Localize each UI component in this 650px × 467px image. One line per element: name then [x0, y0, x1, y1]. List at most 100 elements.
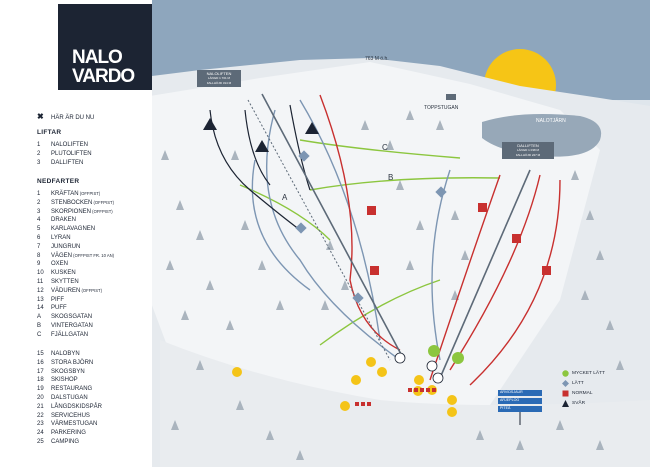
lift-name: DALLIFTEN — [51, 160, 84, 166]
run-name: SKYTTEN — [51, 279, 79, 285]
place-name: CAMPING — [51, 439, 80, 445]
run-item: 1 KRÄFTAN (OFFPIST) — [37, 190, 149, 199]
run-4-draken[interactable] — [319, 94, 401, 351]
place-name: SKOGSBYN — [51, 368, 85, 375]
lift-1-bottom — [394, 352, 406, 364]
place-number: 20 — [37, 395, 44, 401]
run-12-marker — [542, 266, 551, 275]
run-name: VÄDUREN — [51, 287, 81, 294]
place-name: LÅNGDSKIDSPÅR — [51, 403, 103, 410]
run-note: (OFFPIST) — [92, 199, 114, 205]
run-7-jungrun[interactable] — [266, 109, 401, 361]
circle-icon — [562, 370, 569, 377]
place-name: DALSTUGAN — [51, 395, 88, 401]
place-name: NALOBYN — [51, 351, 80, 357]
lift-number: 1 — [37, 142, 41, 148]
run-item: 11 SKYTTEN — [37, 278, 149, 287]
naloliften-sign: NALOLIFTEN LÄNGD 1 701 M FALLHÖJD 314 M — [197, 70, 241, 87]
run-note: (OFFPIST) — [80, 287, 102, 293]
forest — [161, 110, 624, 460]
run-11-marker — [512, 234, 521, 243]
summit-label: 763 M ö.h. — [365, 56, 389, 62]
run-name: SKOGSGATAN — [51, 314, 93, 321]
place-name: SERVICEHUS — [51, 412, 90, 419]
logo-line-2: VARDO — [72, 66, 135, 87]
run-note: (OFFPIST) — [78, 191, 101, 196]
runs-heading: NEDFARTER — [37, 178, 80, 185]
run-4-marker-bottom — [370, 266, 379, 275]
run-number: 5 — [37, 226, 41, 233]
run-7-marker — [295, 222, 307, 234]
place-name: VÄRMESTUGAN — [51, 421, 98, 428]
run-name: PIFF — [51, 296, 64, 303]
place-number: 25 — [37, 439, 44, 445]
run-number: 7 — [37, 243, 41, 250]
lift-number: 3 — [37, 160, 41, 166]
place-item: 25 CAMPING — [37, 438, 149, 447]
run-1-kraftan[interactable] — [209, 109, 301, 231]
lift-name: NALOLIFTEN — [51, 142, 89, 148]
difficulty-very-easy: MYCKET LÄTT — [572, 371, 605, 376]
dalliften-sign: DALLIFTEN LÄNGD 1 038 M FALLHÖJD 227 M — [502, 142, 554, 159]
square-icon — [562, 390, 569, 397]
logo: NALO VARDO — [58, 4, 152, 90]
dalliften-sign-drop: FALLHÖJD 227 M — [515, 153, 541, 157]
place-number: 19 — [37, 386, 44, 393]
run-number: 11 — [37, 279, 44, 285]
sign-pitea: PITEÅ — [500, 406, 511, 410]
direction-signs — [498, 390, 542, 425]
run-12-vaduren[interactable] — [469, 179, 561, 386]
lift-item: 3 DALLIFTEN — [37, 159, 149, 168]
trail-c[interactable] — [299, 139, 461, 159]
triangle-icon — [562, 400, 569, 407]
naloliften-sign-length: LÄNGD 1 701 M — [207, 76, 230, 80]
run-number: 1 — [37, 191, 41, 197]
toppstugan-label: TOPPSTUGAN — [424, 105, 459, 111]
buildings — [355, 388, 436, 406]
run-9-marker — [435, 186, 447, 198]
run-number: 14 — [37, 305, 44, 312]
place-number: 24 — [37, 430, 44, 437]
run-number: 3 — [37, 208, 41, 215]
run-13-marker — [428, 345, 440, 357]
you-are-here-label: HÄR ÄR DU NU — [51, 115, 95, 121]
sign-arjeplog: ARJEPLOG — [500, 398, 520, 402]
trail-b[interactable] — [309, 177, 501, 191]
cross-icon: ✖ — [37, 112, 44, 121]
trail-b-label: B — [388, 173, 394, 182]
trail-a-label: A — [282, 193, 288, 202]
run-3-skorpionen[interactable] — [289, 104, 311, 191]
run-2-stenbocken[interactable] — [244, 109, 271, 186]
run-5-karlavagnen[interactable] — [251, 159, 311, 291]
logo-line-1: NALO — [72, 47, 123, 68]
run-name: KRÄFTAN — [51, 191, 79, 197]
lift-2-bottom — [426, 360, 438, 372]
run-name: PUFF — [51, 305, 67, 312]
run-11-skytten[interactable] — [449, 174, 541, 371]
run-name: JUNGRUN — [51, 243, 81, 250]
run-13-piff[interactable] — [319, 279, 441, 346]
difficulty-hard: SVÅR — [572, 401, 586, 406]
run-number: 2 — [37, 199, 41, 206]
place-name: STORA BJÖRN — [51, 359, 94, 366]
run-number: B — [37, 323, 42, 329]
